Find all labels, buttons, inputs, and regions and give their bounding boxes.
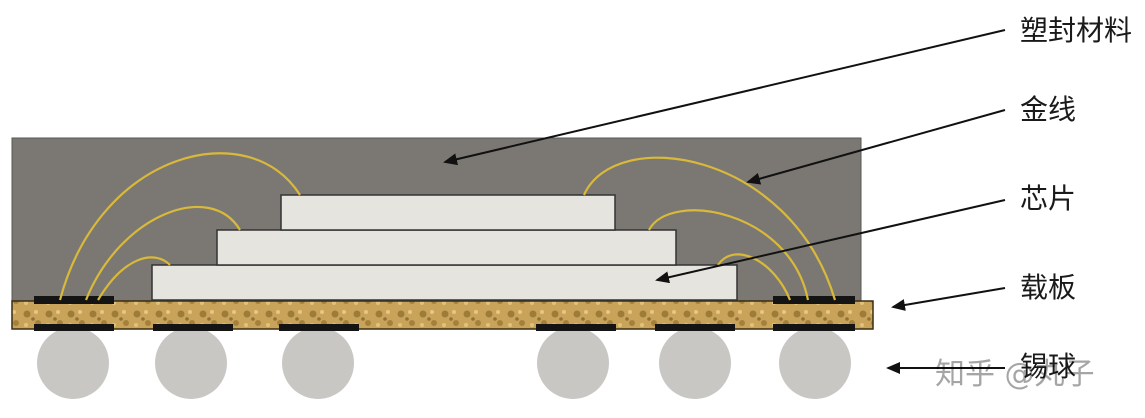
- chip-die-middle: [216, 229, 677, 266]
- pad: [34, 324, 114, 331]
- pad: [655, 324, 735, 331]
- label-solder-ball: 锡球: [1020, 350, 1076, 383]
- arrow-substrate: [891, 287, 1006, 311]
- pad: [773, 324, 855, 331]
- gold-wire: [84, 205, 241, 301]
- pad: [536, 324, 616, 331]
- label-mold-compound: 塑封材料: [1020, 14, 1132, 47]
- gold-wire: [648, 209, 810, 301]
- pad: [279, 324, 359, 331]
- chip-die-bottom: [151, 264, 738, 301]
- label-chip: 芯片: [1020, 182, 1076, 215]
- gold-wire: [717, 253, 792, 301]
- chip-die-top: [280, 194, 616, 231]
- solder-ball: [537, 327, 609, 399]
- label-substrate: 载板: [1020, 271, 1076, 304]
- solder-ball: [282, 327, 354, 399]
- solder-ball: [155, 327, 227, 399]
- solder-ball: [659, 327, 731, 399]
- substrate: [11, 300, 874, 330]
- solder-balls: [37, 327, 851, 399]
- solder-ball: [779, 327, 851, 399]
- solder-ball: [37, 327, 109, 399]
- chip-stack: [151, 194, 738, 301]
- callout-labels: 塑封材料 金线 芯片 载板 锡球: [1020, 14, 1132, 383]
- label-gold-wire: 金线: [1020, 93, 1076, 126]
- gold-wire: [97, 256, 171, 301]
- callout-arrows: [443, 29, 1006, 374]
- watermark: 知乎 @丸子: [935, 357, 1095, 392]
- pad: [34, 296, 114, 304]
- top-pads: [34, 296, 855, 304]
- gold-wire: [58, 152, 301, 301]
- pad: [153, 324, 233, 331]
- arrow-wire: [746, 109, 1006, 185]
- pad: [773, 296, 855, 304]
- bottom-pads: [34, 324, 855, 331]
- gold-wires: [58, 152, 837, 301]
- arrow-chip: [655, 199, 1006, 284]
- arrow-mold: [443, 29, 1006, 166]
- gold-wire: [582, 156, 837, 301]
